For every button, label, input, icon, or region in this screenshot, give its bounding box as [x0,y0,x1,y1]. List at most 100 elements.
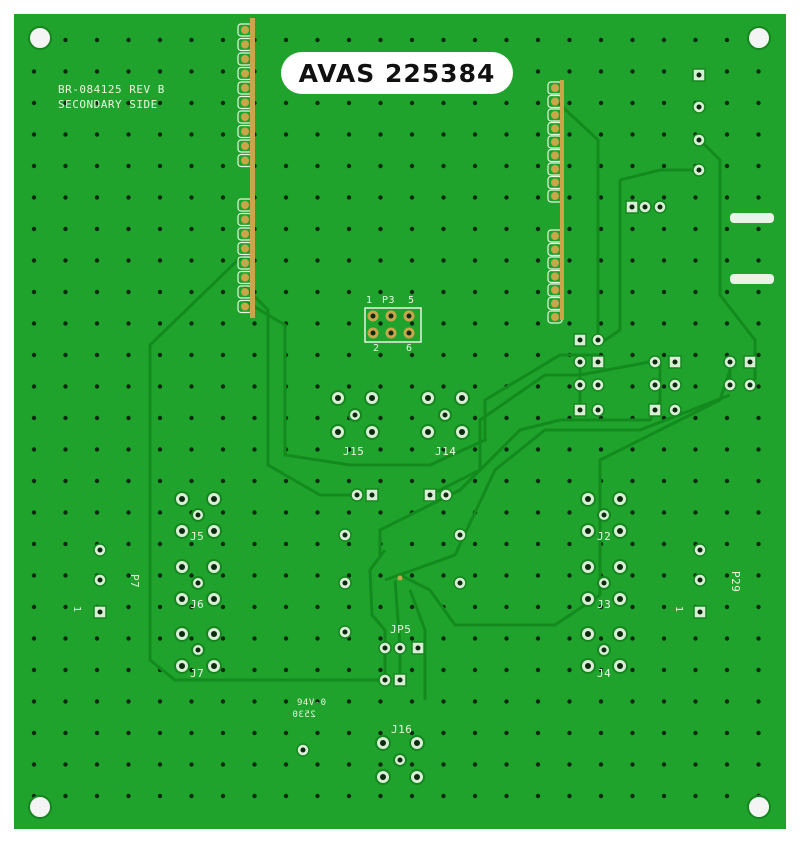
test-point-hole [457,532,463,538]
copper-trace [619,168,700,182]
mounting-hole [747,26,771,50]
via [94,69,100,74]
via [31,69,37,74]
via [535,636,541,641]
via [472,541,478,547]
via [724,447,730,452]
via [378,132,383,137]
via [693,258,698,263]
via [409,226,415,232]
via [63,132,68,137]
side-label: SECONDARY SIDE [58,98,158,111]
via [724,510,730,515]
j14-feed-pad-hole [427,492,433,498]
right-header-lower-pin-pin [551,259,559,267]
via [504,447,509,452]
via [378,289,383,295]
via [63,352,68,358]
via [378,573,383,578]
via [693,478,698,484]
via [724,604,730,610]
via [567,730,572,736]
via [94,667,100,673]
via [157,100,163,106]
copper-trace [378,399,662,555]
j4-label: J4 [597,667,612,680]
via [598,100,604,106]
via [220,195,226,200]
via [315,258,320,263]
via [346,289,352,295]
j3-connector [580,559,628,607]
via [31,132,37,137]
left-header-pin-pin [241,55,249,63]
via [630,226,635,232]
via [441,793,446,799]
via [630,163,635,169]
via [630,667,635,673]
via [63,699,68,704]
copper-trace [553,98,600,335]
via [598,226,604,232]
via [315,730,320,736]
via [157,37,163,43]
j6-connector [174,559,222,607]
via [346,100,352,106]
test-point-hole [696,137,702,143]
j4-connector-ground-hole [617,631,623,637]
via [126,699,131,704]
j4-connector-ground-hole [585,663,591,669]
via [346,37,352,43]
copper-trace [148,253,385,682]
via [598,69,604,74]
right-header-lower-pin-pin [551,245,559,254]
via [315,762,320,767]
switch-pad-hole [747,359,753,365]
via [724,37,730,43]
via [756,69,761,74]
via [126,132,131,137]
via [220,226,226,232]
j15-feed-pad-hole [369,492,375,498]
via [126,573,131,578]
via [630,321,635,326]
right-header-pin-pin [551,111,559,119]
via [94,226,100,232]
via [756,699,761,704]
via [157,132,163,137]
via [535,478,541,484]
via [252,478,257,484]
via [31,604,37,610]
p3-ref-label: P3 [382,295,396,306]
sma-connectors [174,390,628,785]
p3-pin-hole [388,330,394,336]
via [661,37,667,43]
via [504,510,509,515]
via [220,604,226,610]
via [378,762,383,767]
via [378,226,383,232]
test-point-hole [696,167,702,173]
via [472,163,478,169]
via [598,636,604,641]
via [63,447,68,452]
via [472,258,478,263]
right-header-lower-pin-pin [551,299,559,308]
via [157,289,163,295]
via [724,699,730,704]
j15-label: J15 [343,445,365,458]
via [661,667,667,673]
left-header-lower-pin-pin [241,259,249,267]
right-header-pin-pin [551,192,559,200]
right-header-pin-pin [551,178,559,187]
copper-trace [399,369,732,627]
via [693,793,698,799]
via [441,352,446,358]
via [441,573,446,578]
via [598,667,604,673]
right-header-lower-pin-pin [551,232,559,240]
via [661,762,667,767]
via [441,762,446,767]
via [252,510,257,515]
j5-label: J5 [190,530,205,543]
